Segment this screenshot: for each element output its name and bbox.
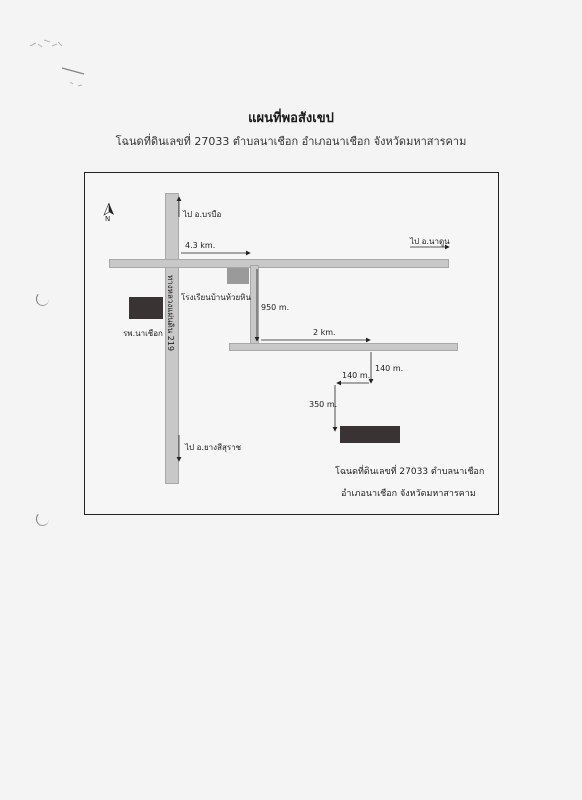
map-frame: โรงเรียนบ้านห้วยหิน รพ.นาเชือก ทางหลวงแผ…	[84, 172, 499, 515]
north-label: N	[105, 215, 111, 223]
deed-note-line-2: อำเภอนาเชือก จังหวัดมหาสารคาม	[341, 489, 476, 499]
route-arrows	[103, 196, 450, 462]
school-label: โรงเรียนบ้านห้วยหิน	[181, 293, 251, 302]
page-subtitle: โฉนดที่ดินเลขที่ 27033 ตำบลนาเชือก อำเภอ…	[115, 135, 467, 148]
distance-140m-vertical-label: 140 m.	[375, 364, 404, 373]
to-nadun-label: ไป อ.นาดูน	[410, 237, 450, 246]
land-parcel-marker	[340, 426, 400, 443]
school-marker	[227, 268, 249, 284]
to-yangsisurat-label: ไป อ.ยางสีสุราช	[185, 443, 242, 452]
deed-note-line-1: โฉนดที่ดินเลขที่ 27033 ตำบลนาเชือก	[335, 467, 485, 477]
distance-2km-label: 2 km.	[313, 328, 336, 337]
scan-smudge	[29, 39, 85, 87]
to-borabue-label: ไป อ.บรบือ	[183, 210, 222, 219]
distance-350m-label: 350 m.	[309, 400, 338, 409]
hospital-marker	[129, 297, 163, 319]
page-title: แผนที่พอสังเขป	[248, 111, 334, 126]
upper-east-road	[109, 259, 449, 268]
north-arrow-icon	[103, 202, 114, 216]
hospital-label: รพ.นาเชือก	[123, 329, 163, 338]
punch-hole-bottom	[36, 512, 49, 526]
punch-hole-top	[36, 292, 49, 306]
lower-east-road	[229, 343, 458, 351]
distance-4-3km-label: 4.3 km.	[185, 241, 216, 250]
distance-950m-label: 950 m.	[261, 303, 290, 312]
distance-140m-horizontal-label: 140 m.	[342, 371, 371, 380]
